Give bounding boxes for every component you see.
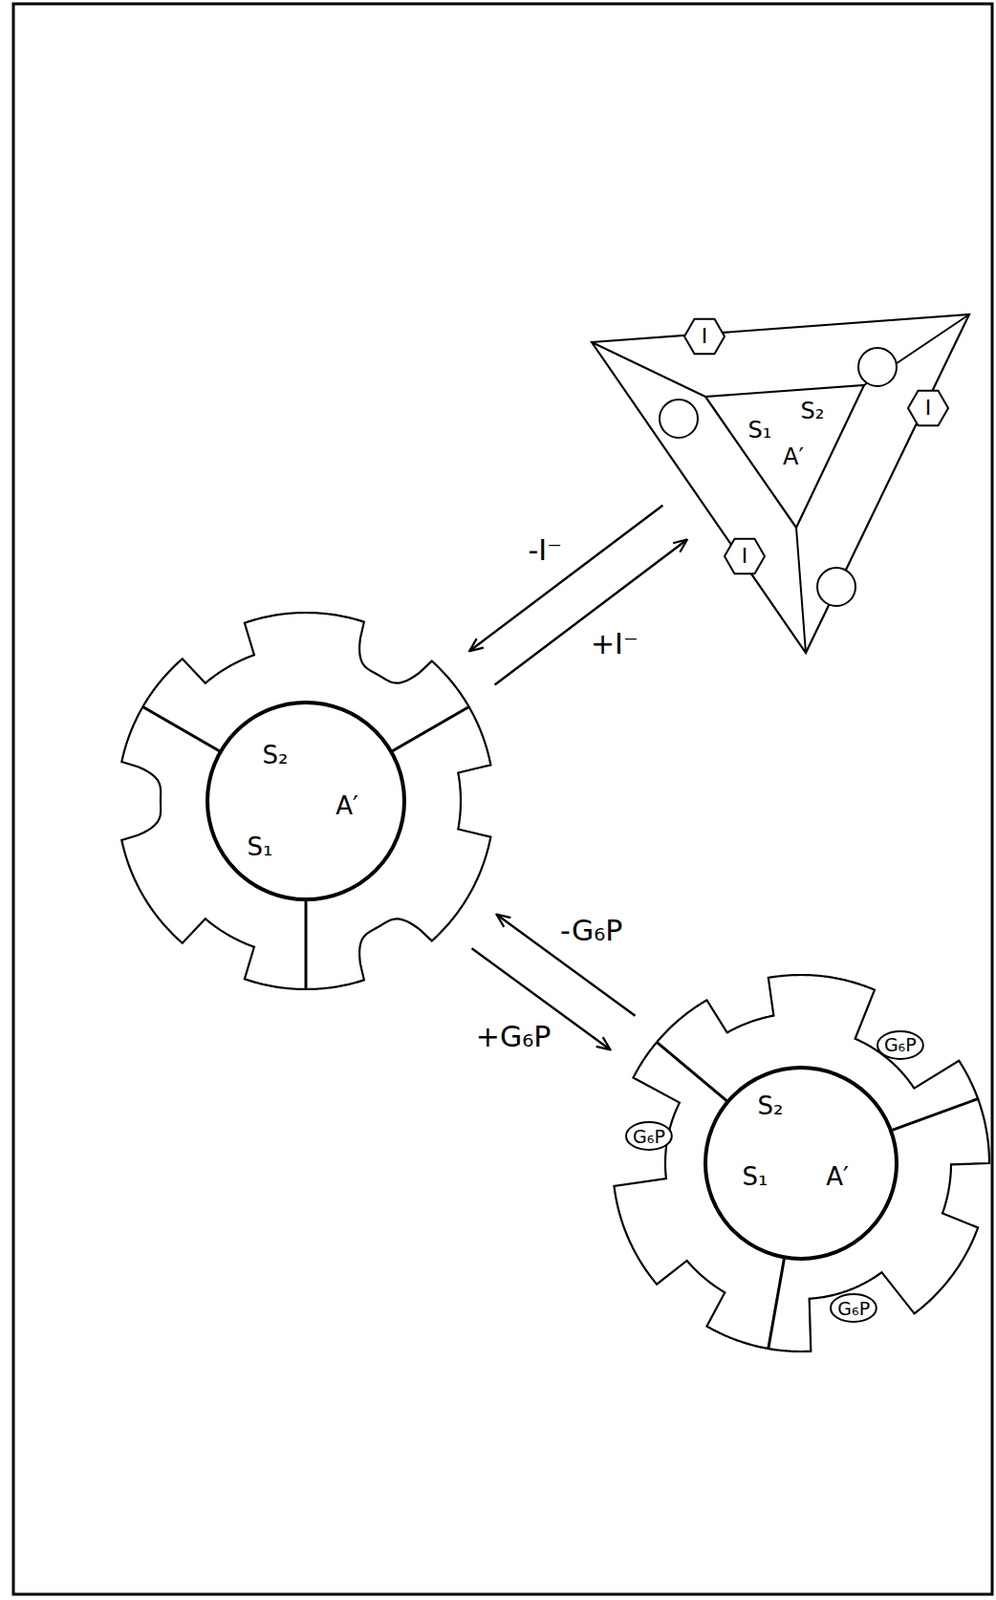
- frame-border: [13, 3, 993, 1595]
- core-circle: [207, 702, 405, 900]
- site-label: S₂: [757, 1093, 784, 1119]
- subunit-divider: [304, 899, 308, 990]
- site-label: S₁: [742, 1164, 769, 1190]
- subunit-divider: [890, 1099, 978, 1131]
- core-circle: [705, 1067, 897, 1259]
- site-label: A′: [335, 793, 359, 819]
- g6p-oval: G₆P: [625, 1121, 673, 1151]
- site-label: S₁: [247, 834, 274, 860]
- ligand-label: G₆P: [632, 1126, 666, 1146]
- empty-site: [817, 567, 856, 607]
- hexagon-outline: [908, 390, 949, 426]
- oval-outline: [877, 1031, 924, 1060]
- enzyme-triangle: I I I S₁ S₂ A′: [591, 314, 970, 653]
- inhibitor-hexagon: I: [684, 316, 725, 357]
- subunit-divider: [390, 707, 469, 753]
- subunit-divider: [142, 707, 220, 753]
- g6p-oval: G₆P: [829, 1293, 878, 1323]
- shape-outline: [608, 971, 994, 1356]
- oval-outline: [626, 1122, 672, 1150]
- triangle-core: [705, 385, 865, 528]
- ligand-label: G₆P: [837, 1299, 870, 1318]
- hexagon-outline: [724, 539, 765, 574]
- subunit-divider: [768, 1256, 785, 1349]
- empty-site: [659, 399, 698, 438]
- arrow-label: +I⁻: [587, 627, 642, 661]
- subunit-divider: [796, 527, 806, 653]
- enzyme-gear: S₂ S₁ A′: [113, 608, 498, 994]
- reaction-arrow: [497, 914, 636, 1017]
- hexagon-outline: [684, 319, 725, 354]
- empty-site: [858, 347, 897, 387]
- inhibitor-hexagon: I: [908, 388, 949, 429]
- gear-outline: [121, 612, 491, 990]
- enzyme-gear: G₆P G₆P G₆P S₂ S₁ A′: [608, 971, 994, 1356]
- ligand-label: I: [925, 397, 932, 419]
- site-label: S₂: [801, 399, 825, 423]
- site-label: A′: [782, 445, 804, 469]
- shape-outline: [113, 608, 498, 994]
- arrow-label: +G₆P: [473, 1019, 555, 1054]
- ligand-label: I: [741, 545, 749, 567]
- inhibitor-hexagon: I: [724, 536, 765, 577]
- ligand-label: G₆P: [884, 1036, 917, 1055]
- site-label: S₁: [748, 418, 773, 442]
- arrow-label: -I⁻: [525, 533, 566, 567]
- subunit-divider: [591, 342, 706, 397]
- gear-outline: [613, 974, 990, 1352]
- site-label: A′: [825, 1164, 849, 1190]
- reaction-arrow: [495, 540, 688, 686]
- triangle-outline: [591, 314, 970, 653]
- subunit-divider: [656, 1041, 728, 1102]
- g6p-oval: G₆P: [876, 1030, 925, 1061]
- arrow-label: -G₆P: [557, 913, 626, 948]
- shape-outline: [591, 314, 970, 653]
- oval-outline: [830, 1294, 877, 1322]
- ligand-label: I: [701, 325, 709, 347]
- site-label: S₂: [262, 742, 289, 768]
